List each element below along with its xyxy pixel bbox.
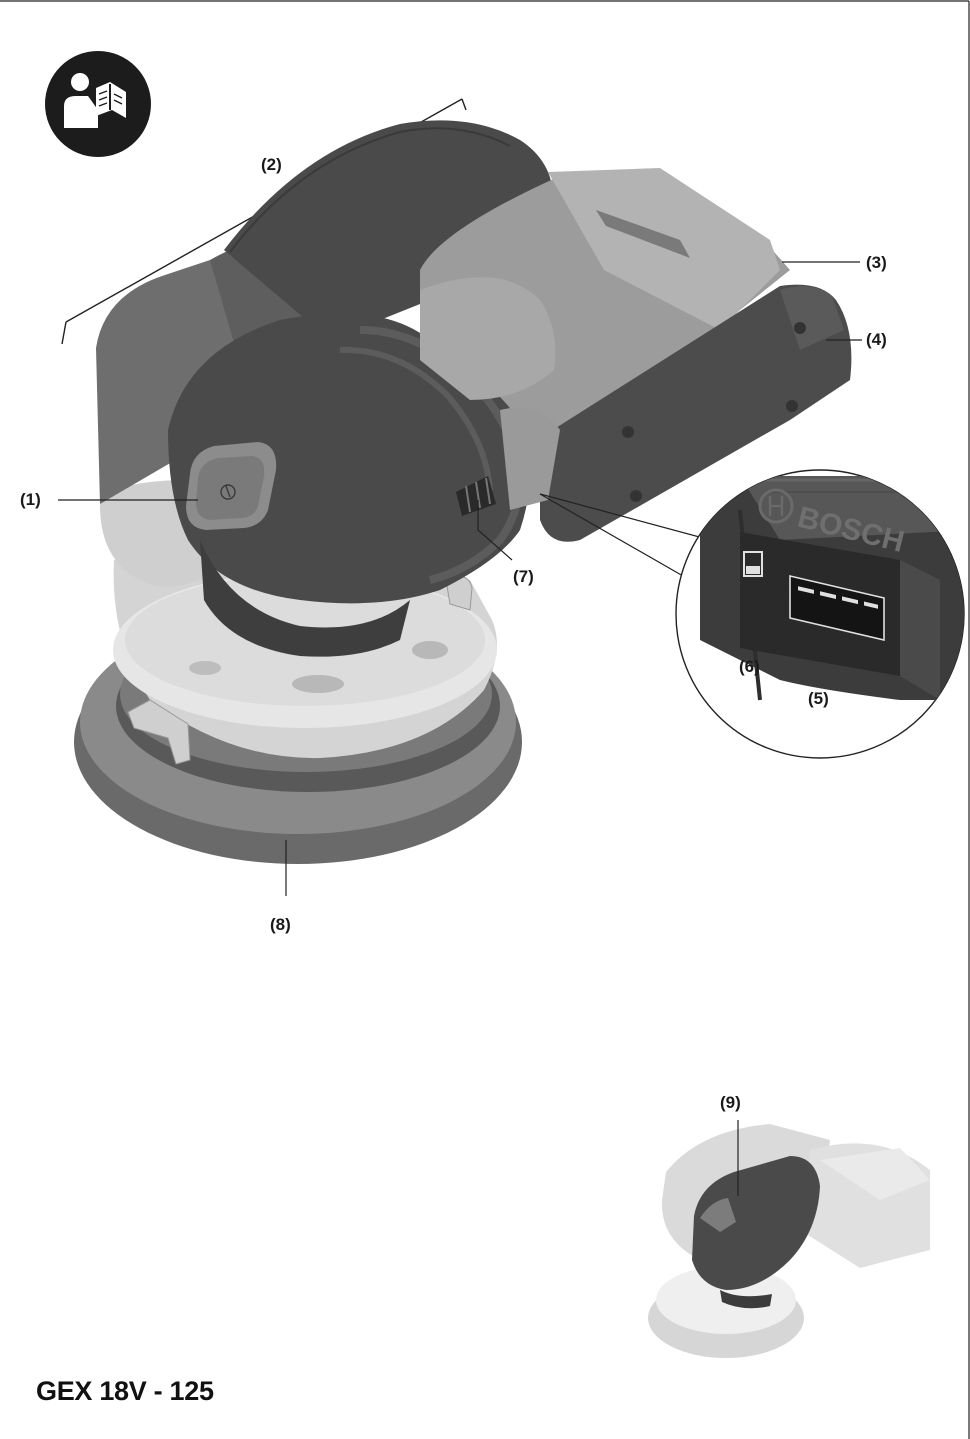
bosch-emblem [758, 488, 794, 524]
battery-icon [743, 551, 763, 577]
charge-indicator [789, 574, 885, 642]
callout-9: (9) [720, 1093, 741, 1112]
battery-detail-magnifier: BOSCH [675, 469, 965, 759]
handle-body [168, 277, 560, 657]
speed-selector [456, 476, 496, 516]
callout-8: (8) [270, 915, 291, 934]
callout-5: (5) [808, 689, 829, 708]
thumbnail-handle-highlight [692, 1156, 820, 1309]
callout-3: (3) [866, 253, 887, 272]
callout-2: (2) [261, 155, 282, 174]
battery-pack [420, 168, 852, 542]
power-icon [220, 484, 236, 500]
callout-7: (7) [513, 567, 534, 586]
callout-4: (4) [866, 330, 887, 349]
model-name: GEX 18V - 125 [36, 1376, 214, 1406]
callout-6: (6) [739, 657, 760, 676]
power-button [186, 442, 277, 530]
callout-1: (1) [20, 490, 41, 509]
